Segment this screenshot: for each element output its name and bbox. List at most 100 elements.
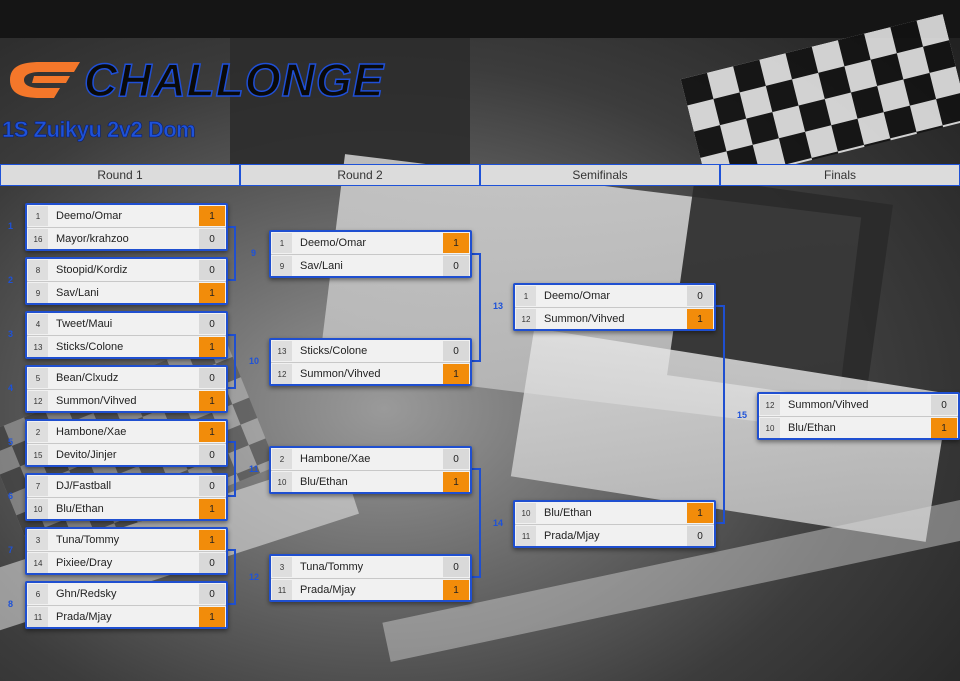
match-9-player-1[interactable]: 1 Deemo/Omar 1 — [271, 233, 470, 253]
player-name: Pixiee/Dray — [56, 557, 113, 569]
seed: 10 — [760, 418, 780, 438]
match-number: 10 — [249, 356, 260, 366]
score: 1 — [931, 418, 957, 438]
logo-wordmark: CHALLONGE — [83, 54, 385, 106]
score: 0 — [443, 557, 469, 577]
player-name: Hambone/Xae — [56, 426, 127, 438]
seed: 11 — [28, 607, 48, 627]
seed: 12 — [272, 364, 292, 384]
score: 0 — [199, 584, 225, 604]
score: 0 — [199, 314, 225, 334]
match-5-player-1[interactable]: 2 Hambone/Xae 1 — [27, 422, 226, 442]
seed: 5 — [28, 368, 48, 388]
seed: 12 — [760, 395, 780, 415]
score: 0 — [199, 229, 225, 249]
player-name: Deemo/Omar — [544, 290, 611, 302]
match-8-player-2[interactable]: 11 Prada/Mjay 1 — [27, 607, 226, 627]
player-name: Tuna/Tommy — [300, 561, 364, 573]
match-number: 11 — [249, 464, 259, 474]
score: 0 — [931, 395, 957, 415]
player-name: Summon/Vihved — [56, 395, 137, 407]
score: 0 — [199, 445, 225, 465]
player-name: Deemo/Omar — [300, 237, 367, 249]
round-header-finals: Finals — [720, 164, 960, 186]
seed: 10 — [28, 499, 48, 519]
player-name: Tweet/Maui — [56, 318, 113, 330]
score: 1 — [199, 206, 225, 226]
score: 1 — [443, 233, 469, 253]
player-name: Prada/Mjay — [56, 611, 112, 623]
player-name: Deemo/Omar — [56, 210, 123, 222]
player-name: Ghn/Redsky — [56, 588, 117, 600]
seed: 12 — [28, 391, 48, 411]
score: 1 — [199, 607, 225, 627]
seed: 15 — [28, 445, 48, 465]
player-name: Summon/Vihved — [544, 313, 625, 325]
match-number: 5 — [8, 437, 14, 447]
match-1-player-1[interactable]: 1 Deemo/Omar 1 — [27, 206, 226, 226]
score: 1 — [443, 364, 469, 384]
player-name: Sav/Lani — [56, 287, 99, 299]
score: 0 — [687, 286, 713, 306]
match-number: 7 — [8, 545, 14, 555]
player-name: Blu/Ethan — [300, 476, 348, 488]
player-name: Prada/Mjay — [300, 584, 356, 596]
challonge-logo-icon — [10, 62, 80, 98]
seed: 2 — [28, 422, 48, 442]
score: 1 — [199, 530, 225, 550]
challonge-logo[interactable]: CHALLONGE — [0, 54, 385, 106]
seed: 2 — [272, 449, 292, 469]
score: 1 — [199, 422, 225, 442]
match-10-player-2[interactable]: 12 Summon/Vihved 1 — [271, 364, 470, 384]
seed: 1 — [28, 206, 48, 226]
match-number: 15 — [737, 410, 748, 420]
seed: 1 — [272, 233, 292, 253]
player-name: Sticks/Colone — [56, 341, 124, 353]
seed: 11 — [516, 526, 536, 546]
player-name: Summon/Vihved — [300, 368, 381, 380]
seed: 3 — [272, 557, 292, 577]
match-number: 1 — [8, 221, 14, 231]
match-12-player-1[interactable]: 3 Tuna/Tommy 0 — [271, 557, 470, 577]
seed: 10 — [516, 503, 536, 523]
